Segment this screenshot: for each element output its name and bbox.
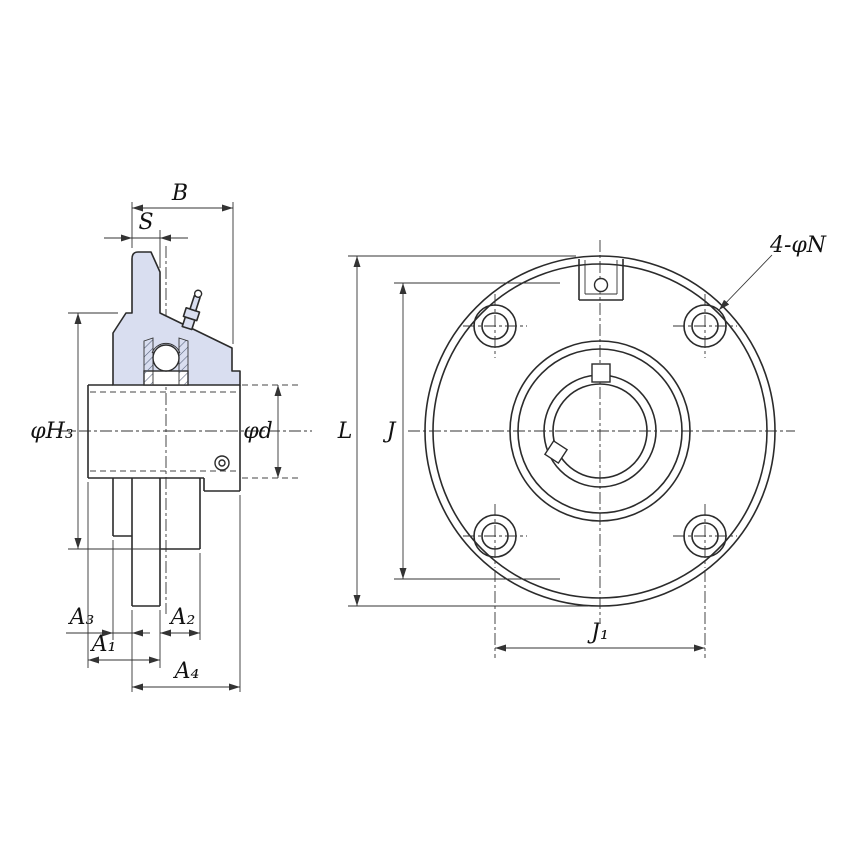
- bolt-hole-bottom-right: [673, 504, 737, 568]
- grease-fitting-tip: [193, 289, 203, 298]
- sleeve-collar: [203, 455, 241, 492]
- dim-A2: A₂: [159, 553, 201, 668]
- front-view: L J J₁ 4-φN: [337, 233, 827, 658]
- ring-hatch-left: [143, 337, 154, 386]
- dim-label-4phiN: 4-φN: [769, 233, 827, 258]
- bolt-hole-note: 4-φN: [718, 233, 827, 311]
- cartridge-pilot-circle: [509, 340, 691, 522]
- dim-label-S: S: [138, 210, 153, 235]
- dim-phiH3: φH₃: [30, 312, 162, 550]
- housing-barrel: [112, 478, 201, 550]
- dim-label-A1: A₁: [90, 632, 117, 657]
- dim-phid: φd: [242, 384, 298, 479]
- ring-hatch-right: [178, 337, 189, 386]
- grease-port-lug: [578, 259, 624, 301]
- set-screw-lower-left: [543, 439, 569, 465]
- bore-circle: [552, 383, 648, 479]
- bolt-hole-top-left: [463, 294, 527, 358]
- dim-B: B: [131, 181, 234, 344]
- dim-label-A4: A₄: [173, 659, 200, 684]
- bearing-ball: [152, 344, 180, 372]
- dim-label-J: J: [383, 419, 397, 444]
- dim-A1: A₁: [87, 482, 160, 668]
- grease-fitting-stem: [189, 294, 201, 312]
- dim-A3: A₃: [66, 540, 150, 692]
- flange-outer-circle: [424, 255, 776, 607]
- set-screw-top: [591, 363, 611, 383]
- grease-hole: [593, 277, 609, 293]
- dim-label-A3: A₃: [68, 605, 95, 630]
- cartridge-pilot-inner-circle: [517, 348, 683, 514]
- dim-label-J1: J₁: [587, 620, 609, 645]
- grease-fitting: [181, 289, 203, 331]
- set-screw-center: [218, 459, 226, 467]
- bolt-hole-bottom-left: [463, 504, 527, 568]
- dim-J: J: [383, 282, 560, 580]
- dim-A4: A₄: [132, 495, 241, 692]
- dim-label-L: L: [337, 419, 353, 444]
- dim-S: S: [104, 210, 188, 268]
- dim-label-phid: φd: [243, 419, 273, 444]
- dim-label-A2: A₂: [169, 605, 196, 630]
- dim-J1: J₁: [494, 570, 706, 658]
- shaft: [87, 384, 241, 479]
- flange-disc: [131, 478, 161, 607]
- dim-label-B: B: [171, 181, 188, 206]
- side-section-view: B S φH₃ φd: [30, 181, 312, 692]
- bolt-hole-top-right: [673, 294, 737, 358]
- flange-inner-edge-circle: [432, 263, 768, 599]
- dim-label-phiH3: φH₃: [30, 419, 73, 444]
- raceway-arc: [151, 342, 181, 354]
- dim-L: L: [337, 255, 588, 607]
